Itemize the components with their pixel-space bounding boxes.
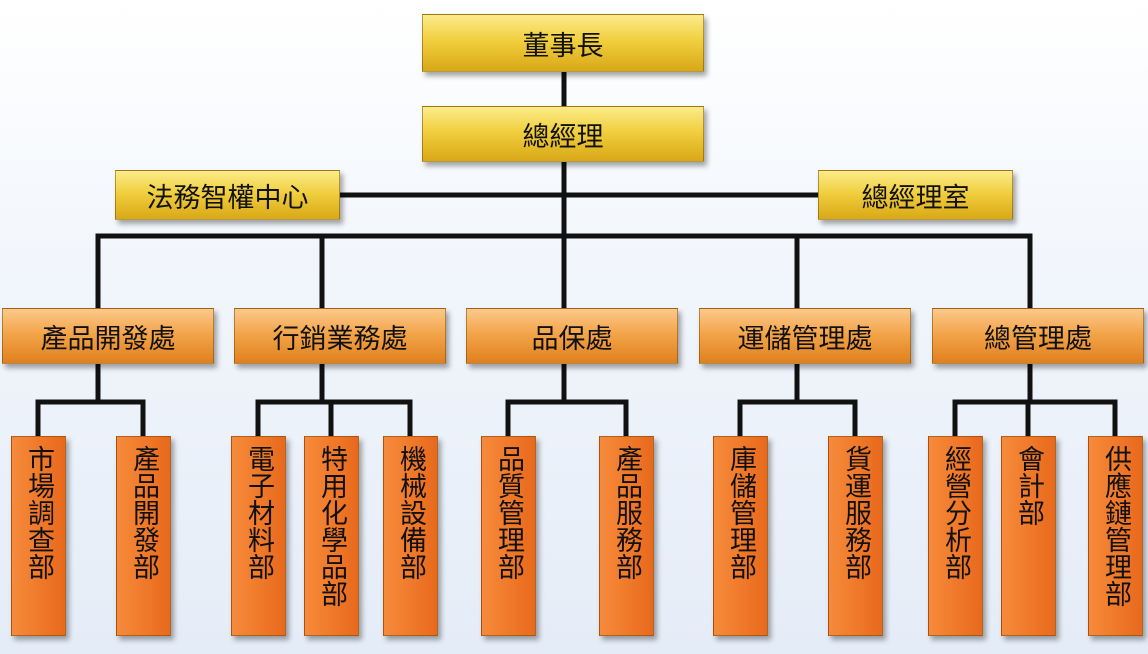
department-box-specialty-chemicals: 特用化學品部 xyxy=(304,436,359,636)
department-box-market-research: 市場調查部 xyxy=(11,436,66,636)
department-label: 產品開發部 xyxy=(128,445,159,580)
division-box-sales: 行銷業務處 xyxy=(234,308,446,364)
department-label: 庫儲管理部 xyxy=(725,445,756,580)
department-box-electronic-materials: 電子材料部 xyxy=(231,436,286,636)
department-box-business-analysis: 經營分析部 xyxy=(928,436,983,636)
division-box-logistics: 運儲管理處 xyxy=(699,308,911,364)
department-label: 貨運服務部 xyxy=(840,445,871,580)
division-box-admin: 總管理處 xyxy=(932,308,1144,364)
department-label: 經營分析部 xyxy=(940,445,971,580)
department-box-freight: 貨運服務部 xyxy=(828,436,883,636)
department-label: 電子材料部 xyxy=(243,445,274,580)
department-label: 特用化學品部 xyxy=(316,445,347,607)
chairman-label: 董事長 xyxy=(522,30,604,62)
division-box-qa: 品保處 xyxy=(466,308,678,364)
department-label: 供應鏈管理部 xyxy=(1100,445,1131,607)
department-label: 市場調查部 xyxy=(23,445,54,580)
division-label: 總管理處 xyxy=(984,323,1092,355)
division-label: 行銷業務處 xyxy=(272,323,408,355)
division-box-product-dev: 產品開發處 xyxy=(2,308,214,364)
department-label: 機械設備部 xyxy=(395,445,426,580)
department-label: 產品服務部 xyxy=(611,445,642,580)
legal-center-label: 法務智權中心 xyxy=(146,182,309,214)
division-label: 產品開發處 xyxy=(40,323,176,355)
gm-office-box: 總經理室 xyxy=(818,170,1013,220)
department-box-supply-chain: 供應鏈管理部 xyxy=(1088,436,1143,636)
department-box-accounting: 會計部 xyxy=(1001,436,1056,636)
division-label: 品保處 xyxy=(531,323,613,355)
department-label: 會計部 xyxy=(1013,445,1044,526)
gm-box: 總經理 xyxy=(422,106,704,162)
gm-label: 總經理 xyxy=(522,121,604,153)
chairman-box: 董事長 xyxy=(422,14,704,72)
department-box-product-dev: 產品開發部 xyxy=(116,436,171,636)
department-label: 品質管理部 xyxy=(493,445,524,580)
department-box-product-service: 產品服務部 xyxy=(599,436,654,636)
gm-office-label: 總經理室 xyxy=(861,182,970,214)
department-box-machinery: 機械設備部 xyxy=(383,436,438,636)
department-box-warehouse: 庫儲管理部 xyxy=(713,436,768,636)
legal-center-box: 法務智權中心 xyxy=(115,170,340,220)
department-box-quality-mgmt: 品質管理部 xyxy=(481,436,536,636)
division-label: 運儲管理處 xyxy=(737,323,873,355)
